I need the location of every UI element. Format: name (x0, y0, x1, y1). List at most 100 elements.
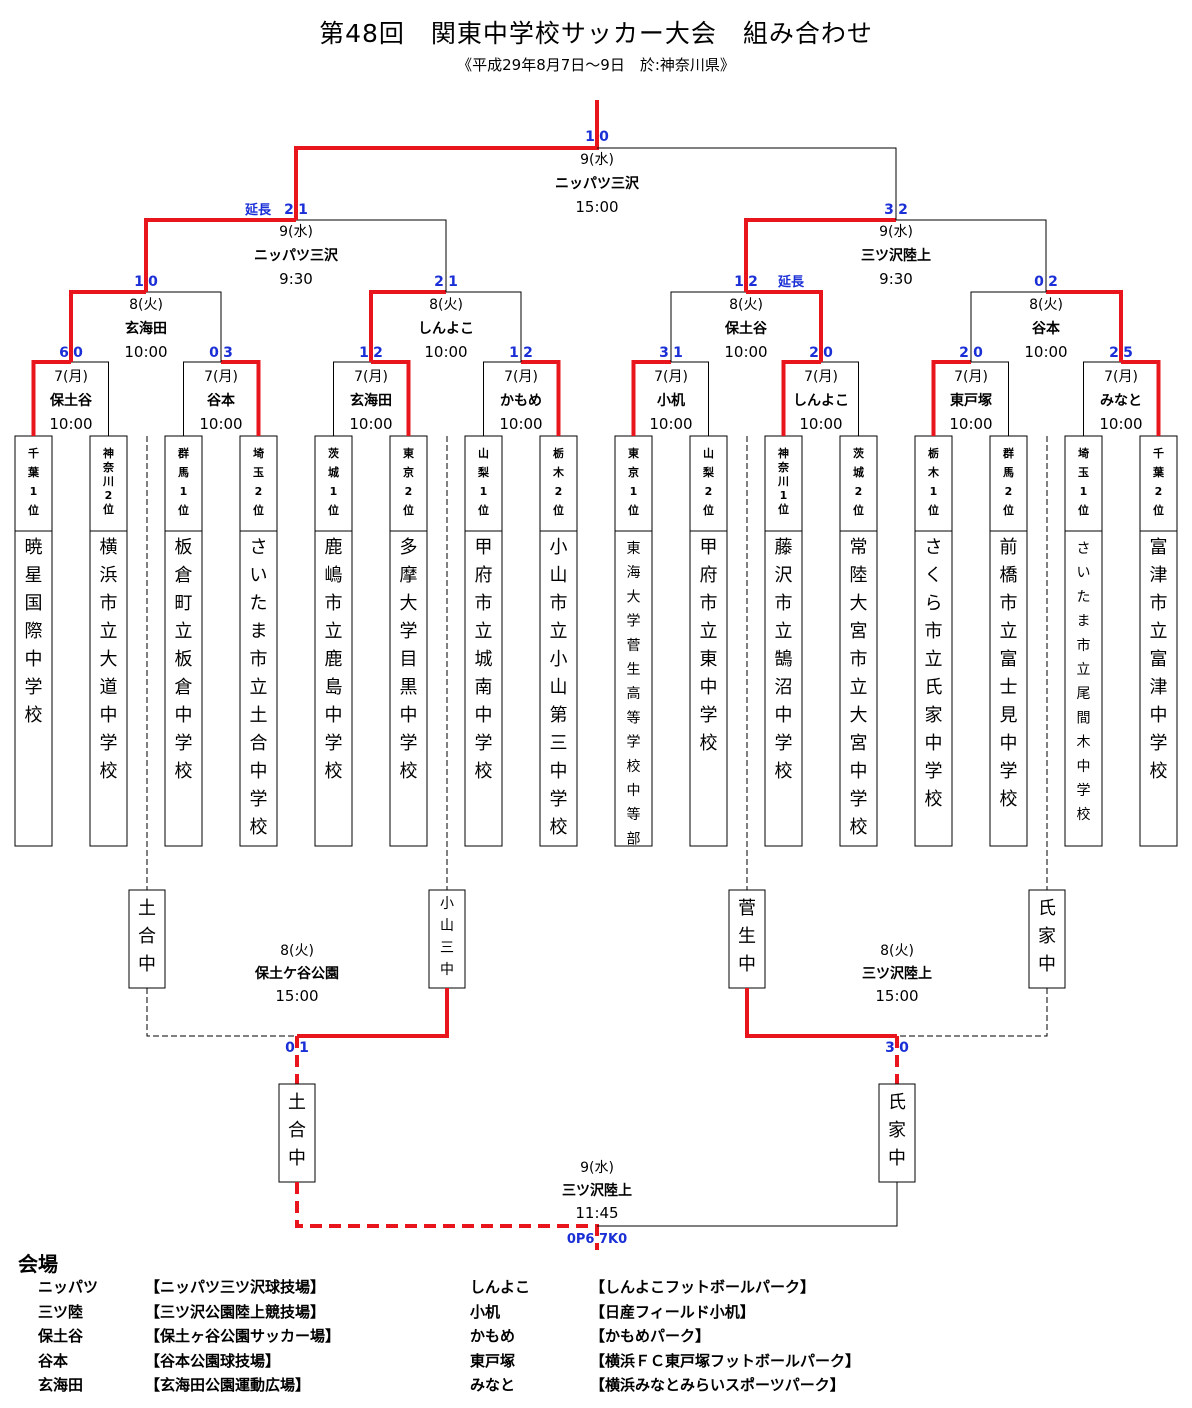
round2-score-right: 2 (1048, 274, 1058, 290)
team-name: 甲府市立東中学校 (700, 537, 718, 754)
round1-score-right: 2 (373, 345, 383, 361)
semifinal-extra-time-note: 延長 (244, 202, 272, 218)
round2-info-day: 8(火) (1029, 297, 1063, 313)
team-box (539, 435, 578, 847)
round1-score-right: 2 (523, 345, 533, 361)
team-box (764, 435, 803, 847)
consolation-box (728, 889, 766, 989)
round1-info-venue: 保土谷 (49, 392, 93, 409)
consolation-box-label: 氏家中 (1038, 898, 1056, 975)
team-name: さくら市立氏家中学校 (925, 537, 943, 810)
team-name: 横浜市立大道中学校 (100, 537, 118, 782)
round2-bracket-right (1046, 290, 1123, 362)
round1-score-left: 1 (359, 345, 369, 361)
team-box (914, 435, 953, 847)
legend-venue-full: 【谷本公園球技場】 (145, 1351, 281, 1370)
final-bracket-right (597, 147, 897, 220)
consolation2-score-right: 0 (899, 1040, 909, 1056)
semifinal-score-left: 3 (884, 202, 894, 218)
consolation1-info-venue: 保土ケ谷公園 (254, 965, 339, 982)
round1-bracket-left (631, 360, 671, 436)
round2-bracket-left (970, 291, 1046, 362)
round1-score-right: 0 (973, 345, 983, 361)
team-box (614, 435, 653, 847)
round2-score-right: 2 (748, 274, 758, 290)
team-name: 暁星国際中学校 (25, 537, 43, 726)
team-box (1064, 435, 1103, 847)
round1-score-left: 1 (509, 345, 519, 361)
consolation2-score-left: 3 (885, 1040, 895, 1056)
round2-info-day: 8(火) (429, 297, 463, 313)
page-subtitle: 《平成29年8月7日～9日 於:神奈川県》 (457, 56, 735, 74)
team-box (389, 435, 428, 847)
page-title: 第48回 関東中学校サッカー大会 組み合わせ (319, 19, 873, 48)
consolation-box (128, 889, 166, 989)
consolation-winner-box (878, 1083, 916, 1183)
round1-info-venue: 東戸塚 (950, 392, 992, 409)
team-box (14, 435, 53, 847)
round2-info-time: 10:00 (724, 343, 767, 361)
round1-bracket-left (31, 360, 71, 436)
round1-info-venue: 玄海田 (350, 392, 392, 409)
consolation2-info-day: 8(火) (880, 943, 914, 959)
round1-info-day: 7(月) (204, 369, 238, 385)
final-info-time: 15:00 (575, 198, 618, 216)
round1-info-time: 10:00 (199, 415, 242, 433)
legend-venue-full: 【ニッパツ三ツ沢球技場】 (145, 1278, 326, 1296)
consolation-winner-box (278, 1083, 316, 1183)
legend-abbr: しんよこ (470, 1278, 531, 1296)
round1-score-left: 2 (809, 345, 819, 361)
round1-bracket-left (931, 360, 971, 436)
semifinal-score-left: 2 (284, 202, 294, 218)
team-name: さいたま市立尾間木中学校 (1077, 541, 1091, 823)
round1-bracket-left (1083, 361, 1121, 436)
round1-info-venue: 小机 (657, 392, 685, 409)
round1-score-right: 0 (823, 345, 833, 361)
round1-score-right: 3 (223, 345, 233, 361)
team-name: 鹿嶋市立鹿島中学校 (325, 537, 343, 782)
round1-info-time: 10:00 (799, 415, 842, 433)
legend-abbr: 三ツ陸 (38, 1302, 84, 1321)
legend-abbr: 保土谷 (38, 1327, 84, 1345)
team-box (689, 435, 728, 847)
third-place-bracket-right (597, 1182, 898, 1227)
legend-venue-full: 【日産フィールド小机】 (590, 1302, 755, 1321)
round2-bracket-left (369, 290, 446, 362)
round1-info-time: 10:00 (499, 415, 542, 433)
round2-score-left: 1 (134, 274, 144, 290)
consolation1-score-right: 1 (299, 1040, 309, 1056)
round1-bracket-left (183, 361, 221, 436)
team-name: 藤沢市立鵠沼中学校 (775, 537, 793, 782)
round1-info-venue: 谷本 (207, 392, 236, 409)
consolation-winner-label: 氏家中 (888, 1092, 906, 1169)
final-bracket-left (294, 100, 599, 220)
round2-info-time: 10:00 (1024, 343, 1067, 361)
semifinal-info-time: 9:30 (879, 270, 913, 288)
legend-abbr: 小机 (470, 1302, 501, 1321)
round2-info-venue: しんよこ (418, 321, 474, 337)
round1-score-left: 2 (1109, 345, 1119, 361)
third-place-info-day: 9(水) (580, 1160, 614, 1176)
round2-score-left: 0 (1034, 274, 1044, 290)
team-box (464, 435, 503, 847)
semifinal-score-right: 2 (898, 202, 908, 218)
round1-info-time: 10:00 (49, 415, 92, 433)
consolation1-right (297, 988, 449, 1038)
round1-info-venue: しんよこ (793, 393, 849, 409)
consolation2-right (897, 988, 1048, 1037)
semifinal-info-venue: ニッパツ三沢 (254, 247, 339, 264)
consolation-box-label: 土合中 (138, 898, 156, 975)
semifinal-info-day: 9(水) (279, 224, 313, 240)
consolation1-info-day: 8(火) (280, 943, 314, 959)
third-place-score: 0P6 7K0 (567, 1232, 627, 1247)
consolation2-info-venue: 三ツ沢陸上 (862, 965, 932, 982)
team-name: 東海大学菅生高等学校中等部 (627, 541, 641, 847)
round2-info-day: 8(火) (129, 297, 163, 313)
round1-info-day: 7(月) (354, 369, 388, 385)
